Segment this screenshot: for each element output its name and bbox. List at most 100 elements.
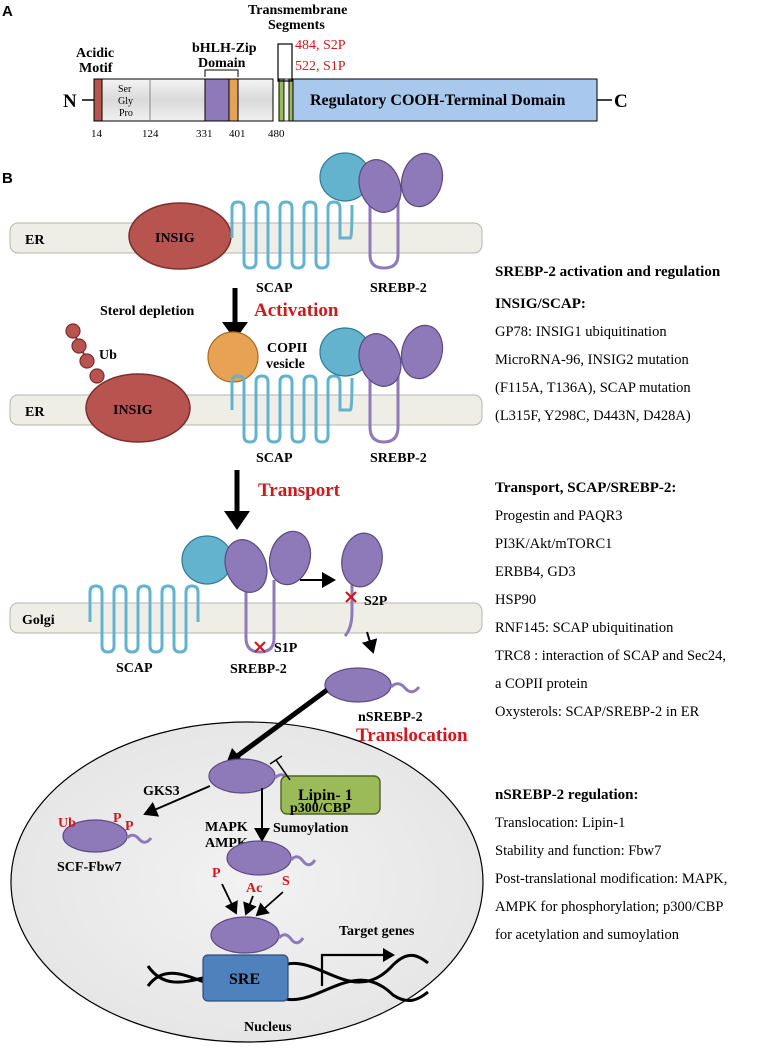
srebp-fragment-head (341, 532, 383, 588)
pro-label: Pro (119, 108, 133, 119)
transport-header: Transport, SCAP/SREBP-2: (495, 480, 677, 496)
n-terminal-region (94, 78, 274, 122)
insig-item: MicroRNA-96, INSIG2 mutation (495, 352, 689, 368)
sre-label: SRE (229, 971, 260, 988)
transport-item: TRC8 : interaction of SCAP and Sec24, (495, 648, 727, 664)
acidic-label-1: Acidic (76, 46, 114, 61)
pos-124: 124 (142, 128, 159, 140)
lipin-inhibition-line (275, 759, 291, 781)
converge-arrow-1 (221, 883, 238, 915)
transport-arrow-head (224, 511, 250, 530)
translocation-label: Translocation (356, 725, 468, 746)
insig-label-2: INSIG (113, 403, 153, 418)
srebp-protein-1 (368, 200, 400, 270)
sumoylation-label: Sumoylation (273, 821, 349, 836)
gks3-label: GKS3 (143, 784, 180, 799)
insig-protein-2 (85, 373, 191, 443)
pos-480: 480 (268, 128, 285, 140)
lipin-inhibition-bar (269, 755, 283, 765)
srebp-nterm-3 (224, 539, 268, 593)
srebp-label-1: SREBP-2 (370, 281, 427, 296)
srebp-cterm-3 (268, 530, 312, 586)
copii-label-2: vesicle (266, 357, 305, 372)
transcription-arrow-head (383, 948, 395, 962)
gks3-arrow (143, 785, 211, 817)
er-label-1: ER (25, 233, 45, 248)
tm1-segment (278, 78, 285, 122)
mapk-label: MAPK (205, 820, 248, 835)
insig-item: (L315F, Y298C, D443N, D428A) (495, 408, 691, 424)
acidic-motif-segment (93, 78, 103, 122)
copii-label-1: COPII (267, 341, 307, 356)
fbw7-target-tail (125, 833, 153, 844)
bhlh-bracket (204, 69, 239, 77)
nsrebp-item: Stability and function: Fbw7 (495, 843, 662, 859)
bhlh-label-2: Domain (198, 56, 246, 71)
er-membrane-1 (9, 222, 483, 254)
side-title: SREBP-2 activation and regulation (495, 264, 721, 280)
s1p-label: S1P (274, 641, 298, 656)
p-mark-1: P (113, 811, 122, 826)
target-genes-label: Target genes (339, 924, 415, 939)
bhlh-label-1: bHLH-Zip (192, 41, 257, 56)
p300-label: p300/CBP (290, 801, 351, 816)
tm2-segment (288, 78, 294, 122)
tm-loop (283, 78, 290, 122)
transport-label: Transport (258, 480, 341, 501)
nuclear-nsrebp (208, 758, 276, 794)
srebp-label-3: SREBP-2 (230, 662, 287, 677)
insig-item: (F115A, T136A), SCAP mutation (495, 380, 691, 396)
nsrebp-header: nSREBP-2 regulation: (495, 787, 639, 803)
golgi-label: Golgi (22, 613, 55, 628)
panel-b-letter: B (2, 170, 13, 187)
scap-label-2: SCAP (256, 451, 293, 466)
scf-fbw7-label: SCF-Fbw7 (57, 860, 122, 875)
insig-scap-header: INSIG/SCAP: (495, 296, 586, 312)
side-transport: Transport, SCAP/SREBP-2: Progestin and P… (495, 474, 726, 726)
transport-item: Progestin and PAQR3 (495, 508, 623, 524)
s2p-site-label: 484, S2P (295, 38, 346, 53)
s2p-to-nsrebp-arrow (361, 631, 378, 654)
transport-item: RNF145: SCAP ubiquitination (495, 620, 674, 636)
nucleus-label: Nucleus (244, 1020, 292, 1035)
pos-401: 401 (229, 128, 246, 140)
nsrebp-item: AMPK for phosphorylation; p300/CBP (495, 899, 724, 915)
srebp-protein-3 (244, 580, 276, 654)
ser-label: Ser (118, 84, 132, 95)
nsrebp-protein (324, 667, 392, 703)
tm-label-2: Segments (268, 18, 325, 33)
sterol-depletion-label: Sterol depletion (100, 304, 194, 319)
srebp-protein-2 (368, 372, 400, 444)
activation-arrow-head (222, 322, 248, 340)
modified-nsrebp (226, 840, 292, 876)
srebp-label-2: SREBP-2 (370, 451, 427, 466)
pos-14: 14 (91, 128, 103, 140)
s2p-cleavage-mark (345, 591, 357, 603)
bound-nsrebp (210, 916, 280, 954)
sumo-mark: S (282, 874, 290, 889)
p-mark-2: P (125, 819, 134, 834)
scap-protein-3 (88, 584, 200, 654)
ubiquitin-3 (79, 353, 95, 369)
nsrebp-tail (389, 682, 421, 694)
nsrebp-label: nSREBP-2 (358, 710, 423, 725)
ub-label: Ub (99, 348, 117, 363)
srebp-nterm-2 (358, 333, 402, 387)
srebp-cterm-2 (400, 324, 444, 380)
insig-label-1: INSIG (155, 231, 195, 246)
ubiquitin-2 (71, 338, 87, 354)
transport-item: a COPII protein (495, 676, 588, 692)
transport-item: HSP90 (495, 592, 537, 608)
zip-segment (228, 78, 239, 122)
acetyl-mark: Ac (246, 881, 262, 896)
gly-label: Gly (118, 96, 133, 107)
side-nsrebp: nSREBP-2 regulation: Translocation: Lipi… (495, 781, 727, 949)
er-label-2: ER (25, 405, 45, 420)
bound-nsrebp-tail (277, 933, 305, 945)
srebp-cterm-1 (400, 152, 444, 208)
converge-arrow-3 (255, 891, 284, 917)
side-panel: SREBP-2 activation and regulation INSIG/… (495, 258, 720, 430)
transport-item: PI3K/Akt/mTORC1 (495, 536, 613, 552)
